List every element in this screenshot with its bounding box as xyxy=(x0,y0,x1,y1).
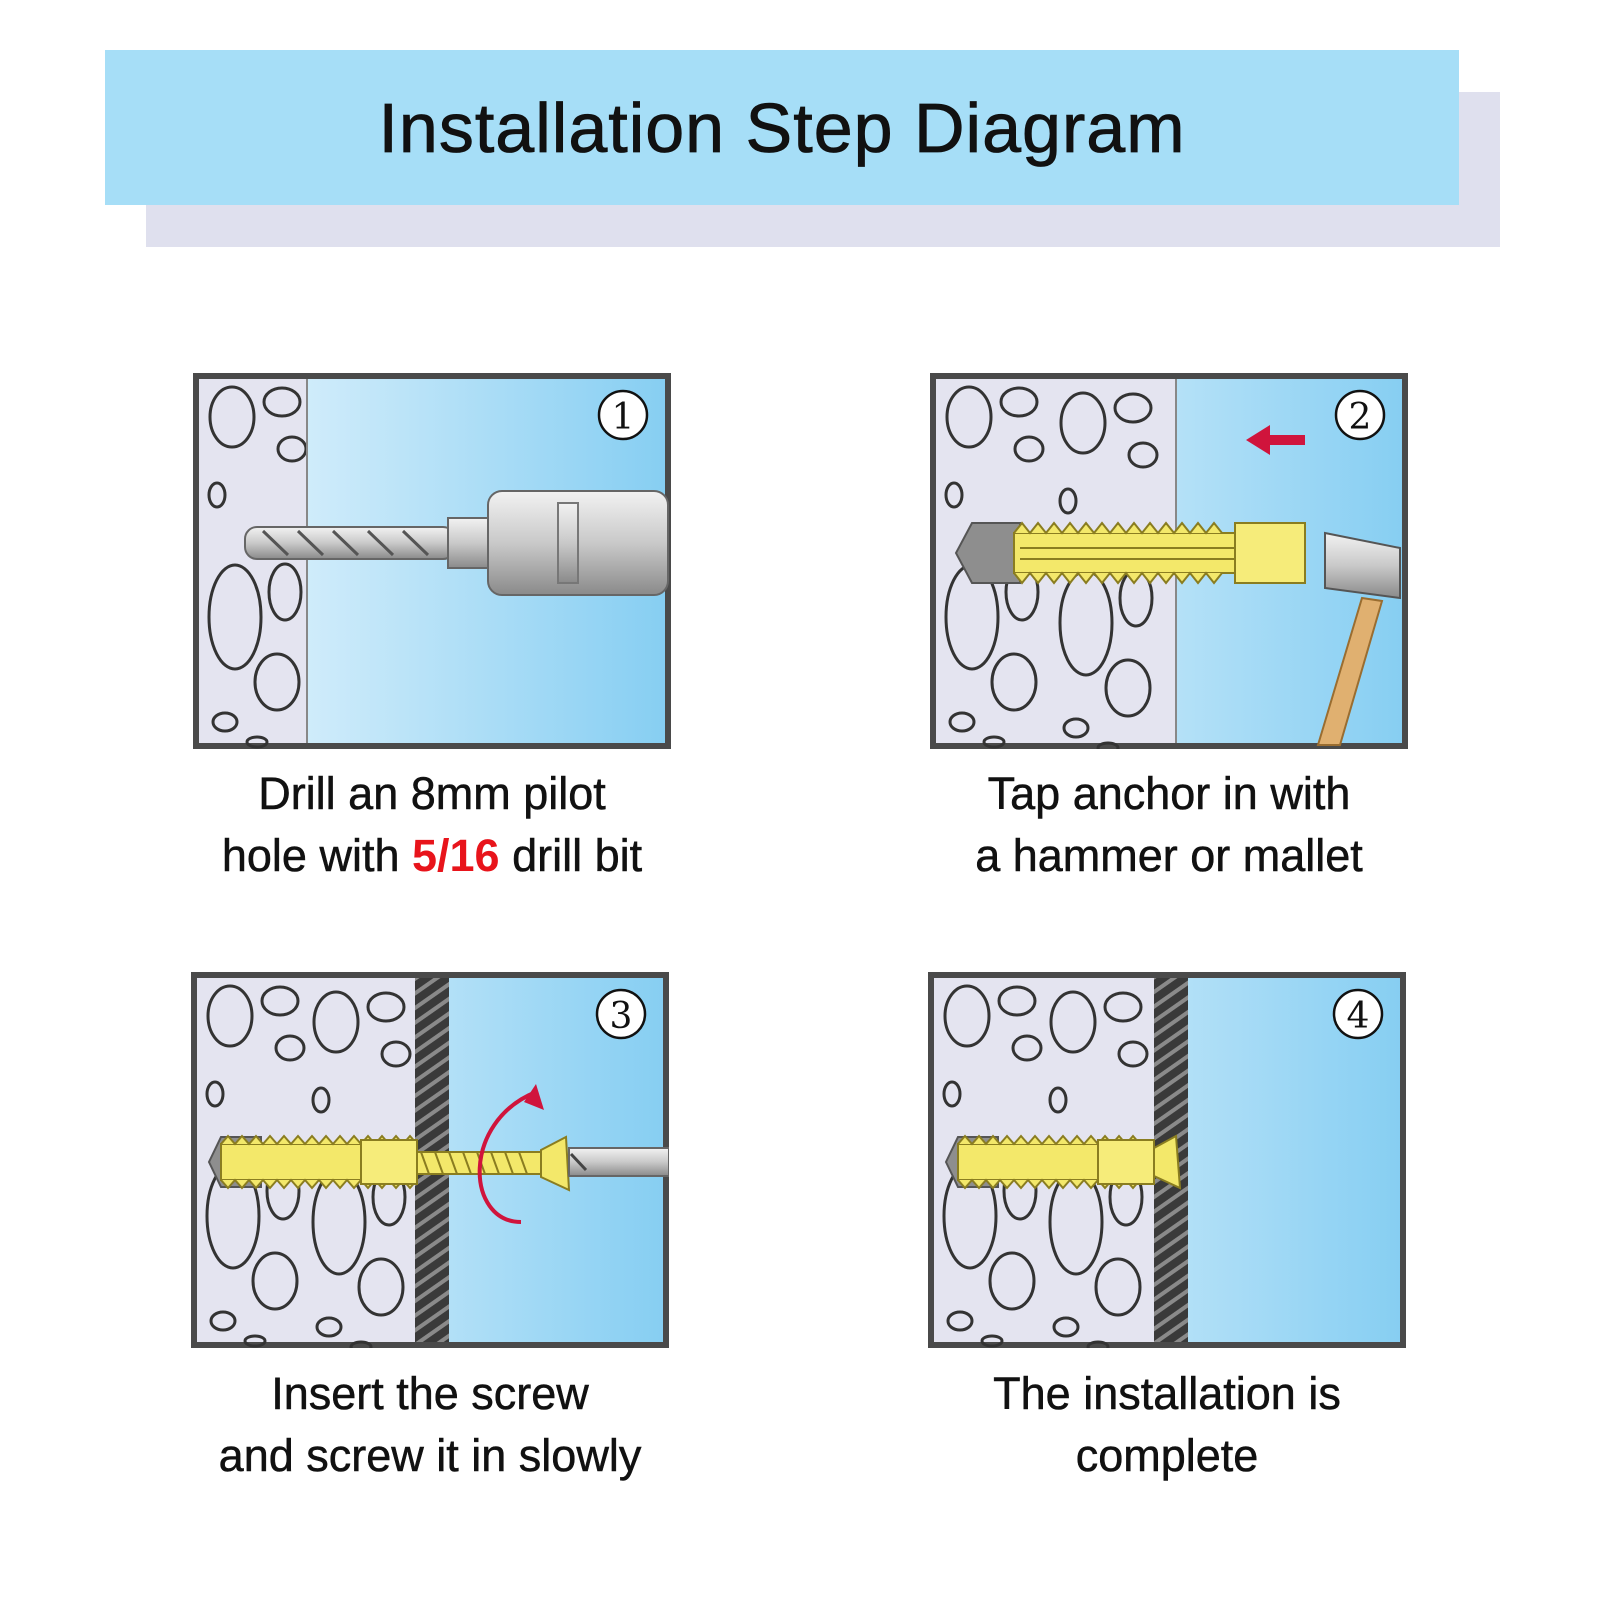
hammer-icon xyxy=(1316,531,1401,746)
drill-chuck-icon xyxy=(447,490,669,596)
drill-bit-size: 5/16 xyxy=(411,830,500,881)
svg-text:2: 2 xyxy=(1349,397,1372,438)
screwdriver-icon xyxy=(568,1147,669,1177)
svg-text:1: 1 xyxy=(612,397,635,438)
step-2-illustration: 2 xyxy=(930,373,1408,749)
installed-anchor-icon xyxy=(944,1134,1182,1190)
drill-bit-icon xyxy=(244,526,456,560)
step-1-illustration: 1 xyxy=(193,373,671,749)
title-banner: Installation Step Diagram xyxy=(105,50,1459,205)
step-4-illustration: 4 xyxy=(928,972,1406,1348)
step-4-caption: The installation is complete xyxy=(993,1368,1341,1482)
left-arrow-icon xyxy=(1246,425,1305,455)
rotate-arrow-icon xyxy=(477,1090,537,1224)
svg-text:4: 4 xyxy=(1347,996,1370,1037)
svg-text:3: 3 xyxy=(610,996,633,1037)
anchor-icon xyxy=(207,1134,418,1190)
step-3-caption: Insert the screw and screw it in slowly xyxy=(218,1368,642,1482)
anchor-icon xyxy=(954,521,1306,585)
step-2-caption: Tap anchor in with a hammer or mallet xyxy=(975,768,1363,882)
page-title: Installation Step Diagram xyxy=(378,88,1186,167)
step-1-caption: Drill an 8mm pilot hole with 5/16 drill … xyxy=(221,768,643,882)
step-3-illustration: 3 xyxy=(191,972,669,1348)
